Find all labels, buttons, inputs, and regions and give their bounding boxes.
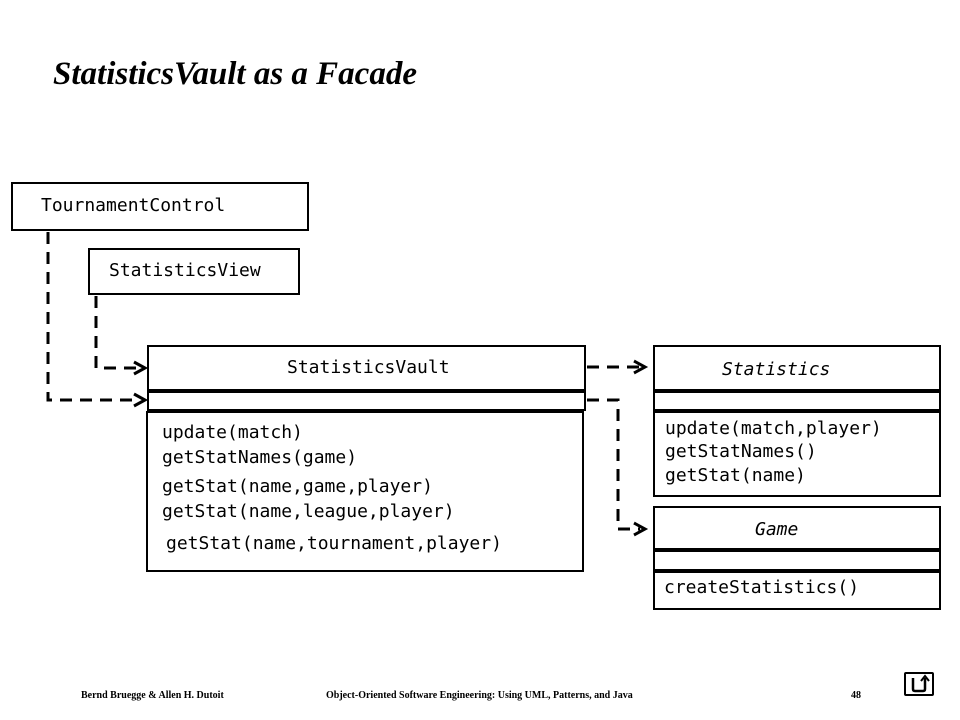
slide-title: StatisticsVault as a Facade <box>53 56 417 92</box>
class-statistics-vault-operations: update(match) getStatNames(game) getStat… <box>146 411 584 572</box>
operation: update(match,player) <box>665 418 882 439</box>
class-game-operations: createStatistics() <box>653 571 941 610</box>
class-name: StatisticsVault <box>287 357 450 378</box>
class-name: Statistics <box>722 359 831 380</box>
operation: getStat(name,game,player) <box>162 476 433 497</box>
return-arrow-icon <box>911 674 930 693</box>
operation: getStat(name,league,player) <box>162 501 455 522</box>
class-game-attributes <box>653 550 941 571</box>
connector-vault-to-game <box>587 398 640 531</box>
class-name: TournamentControl <box>41 195 226 216</box>
connector-view-to-vault <box>94 296 140 370</box>
arrowhead-game <box>633 521 649 537</box>
class-name: StatisticsView <box>109 260 261 281</box>
connector-control-to-vault <box>46 232 140 402</box>
class-name: Game <box>755 519 799 540</box>
return-button[interactable] <box>904 672 934 696</box>
class-statistics-name: Statistics <box>653 345 941 391</box>
arrowhead-vault-left-upper <box>133 360 149 376</box>
class-statistics-view: StatisticsView <box>88 248 300 295</box>
arrowhead-vault-left-lower <box>133 392 149 408</box>
class-statistics-operations: update(match,player) getStatNames() getS… <box>653 411 941 497</box>
operation: getStat(name) <box>665 465 806 486</box>
operation: update(match) <box>162 422 303 443</box>
class-statistics-attributes <box>653 391 941 411</box>
class-tournament-control: TournamentControl <box>11 182 309 231</box>
operation: getStatNames() <box>665 441 817 462</box>
arrowhead-statistics <box>633 359 649 375</box>
class-game-name: Game <box>653 506 941 550</box>
class-statistics-vault-name: StatisticsVault <box>147 345 586 391</box>
footer-authors: Bernd Bruegge & Allen H. Dutoit <box>81 690 224 701</box>
footer-book-title: Object-Oriented Software Engineering: Us… <box>326 690 633 701</box>
operation: getStat(name,tournament,player) <box>166 533 502 554</box>
footer-page-number: 48 <box>851 690 861 701</box>
operation: getStatNames(game) <box>162 447 358 468</box>
class-statistics-vault-attributes <box>147 391 586 411</box>
operation: createStatistics() <box>664 577 860 598</box>
